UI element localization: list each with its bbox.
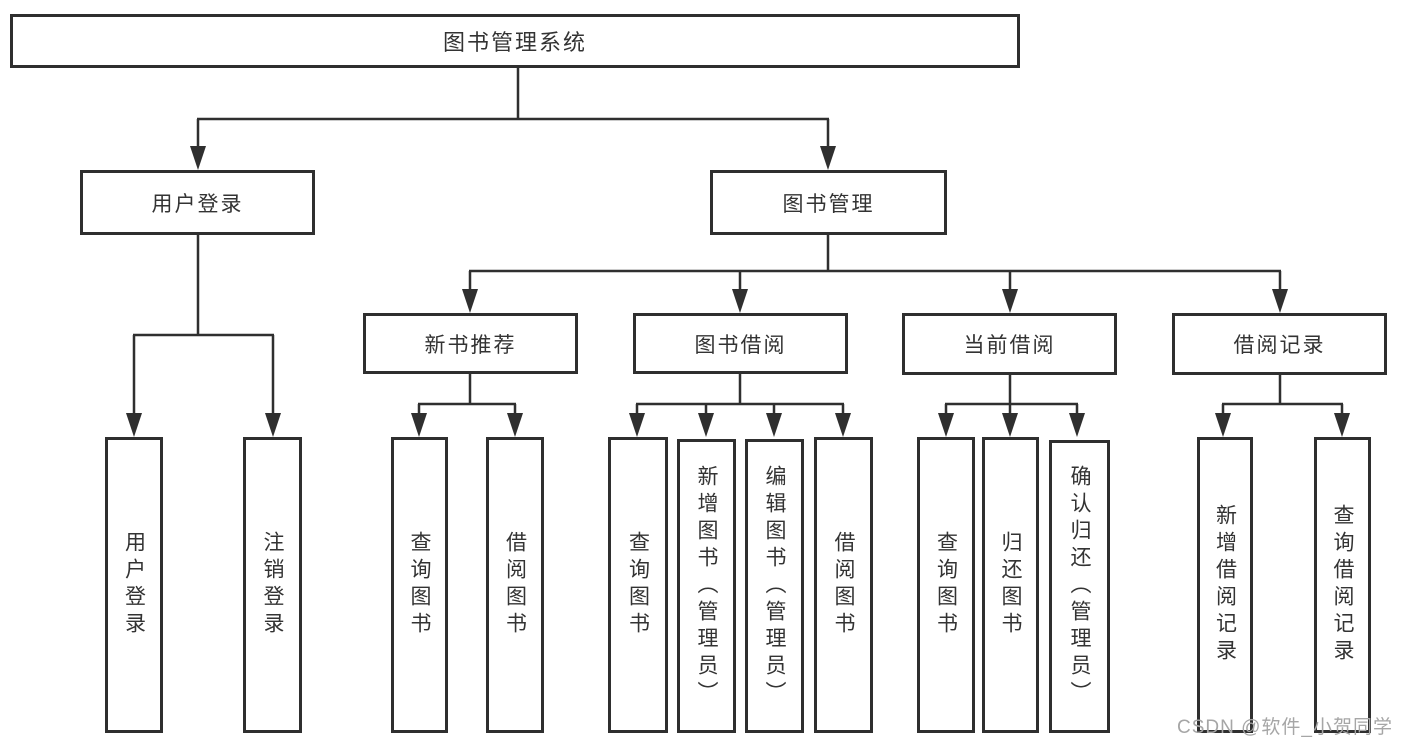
connector-user-login bbox=[132, 235, 275, 416]
leaf-borrowing-query-books: 查询图书 bbox=[608, 437, 668, 733]
leaf-newbook-query-books: 查询图书 bbox=[391, 437, 448, 733]
leaf-records-add-record: 新增借阅记录 bbox=[1197, 437, 1253, 733]
leaf-user-login: 用户登录 bbox=[105, 437, 163, 733]
connector-new-book bbox=[417, 374, 517, 416]
node-current-borrowing: 当前借阅 bbox=[902, 313, 1117, 375]
leaf-borrowing-edit-books-admin: 编辑图书（管理员） bbox=[745, 439, 804, 733]
connector-book-borrow bbox=[635, 374, 845, 416]
leaf-logout: 注销登录 bbox=[243, 437, 302, 733]
node-new-book-recommend: 新书推荐 bbox=[363, 313, 578, 374]
connector-borrow-records bbox=[1221, 374, 1344, 416]
node-book-borrowing: 图书借阅 bbox=[633, 313, 848, 374]
node-book-management: 图书管理 bbox=[710, 170, 947, 235]
connector-book-mgmt bbox=[468, 235, 1282, 292]
csdn-watermark: CSDN @软件_小贺同学 bbox=[1177, 717, 1393, 738]
connector-current-borrow bbox=[944, 374, 1079, 416]
leaf-borrowing-borrow-books: 借阅图书 bbox=[814, 437, 873, 733]
node-user-login: 用户登录 bbox=[80, 170, 315, 235]
leaf-records-query-record: 查询借阅记录 bbox=[1314, 437, 1371, 733]
connector-root bbox=[196, 68, 830, 150]
leaf-current-confirm-return-admin: 确认归还（管理员） bbox=[1049, 440, 1110, 733]
node-root: 图书管理系统 bbox=[10, 14, 1020, 68]
leaf-newbook-borrow-books: 借阅图书 bbox=[486, 437, 544, 733]
leaf-current-query-books: 查询图书 bbox=[917, 437, 975, 733]
leaf-borrowing-add-books-admin: 新增图书（管理员） bbox=[677, 439, 736, 733]
leaf-current-return-books: 归还图书 bbox=[982, 437, 1039, 733]
node-borrow-records: 借阅记录 bbox=[1172, 313, 1387, 375]
